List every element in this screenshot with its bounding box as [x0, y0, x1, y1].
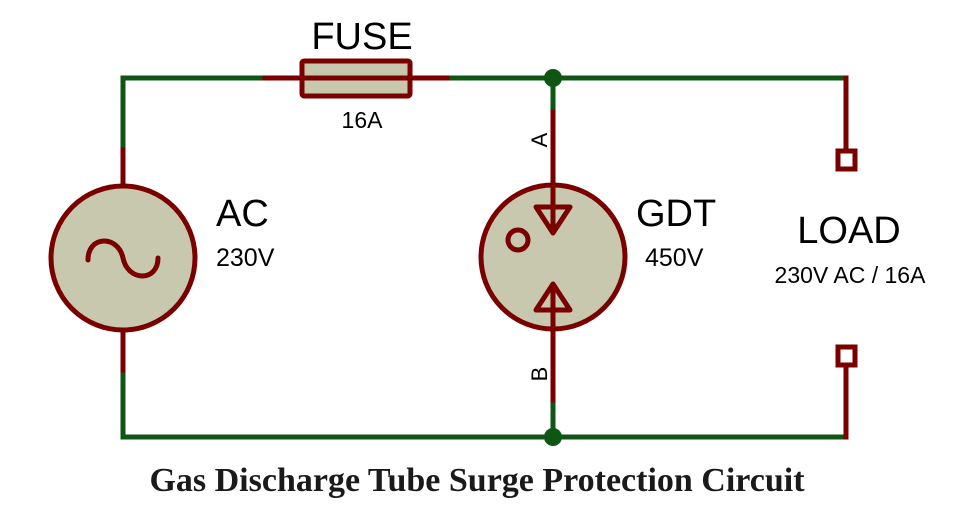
fuse-label: FUSE [311, 16, 412, 58]
load-terminal-top [835, 148, 858, 172]
fuse-rating: 16A [342, 107, 384, 133]
source-value: 230V [216, 244, 275, 272]
fuse-symbol [299, 58, 413, 99]
electrode-a-arrow-icon [533, 204, 573, 236]
diagram-title: Gas Discharge Tube Surge Protection Circ… [149, 462, 805, 499]
gdt-label: GDT [636, 193, 716, 235]
gdt-pin-a-label: A [527, 132, 552, 147]
load-label: LOAD [797, 210, 900, 252]
junction-top [544, 69, 562, 87]
gdt-symbol [478, 182, 628, 332]
sine-wave-icon [85, 238, 161, 279]
electrode-b-arrow-icon [533, 281, 573, 313]
load-terminal-bottom [835, 344, 858, 368]
source-label: AC [216, 193, 269, 235]
junction-bottom [544, 428, 562, 446]
wire-left-bottom [120, 367, 849, 440]
wire-left-top [120, 75, 268, 153]
ac-source-symbol [48, 183, 198, 333]
gas-indicator-icon [505, 227, 531, 253]
wires [120, 75, 849, 440]
gdt-value: 450V [645, 244, 704, 272]
load-rating: 230V AC / 16A [775, 262, 927, 288]
gdt-pin-b-label: B [527, 367, 552, 382]
